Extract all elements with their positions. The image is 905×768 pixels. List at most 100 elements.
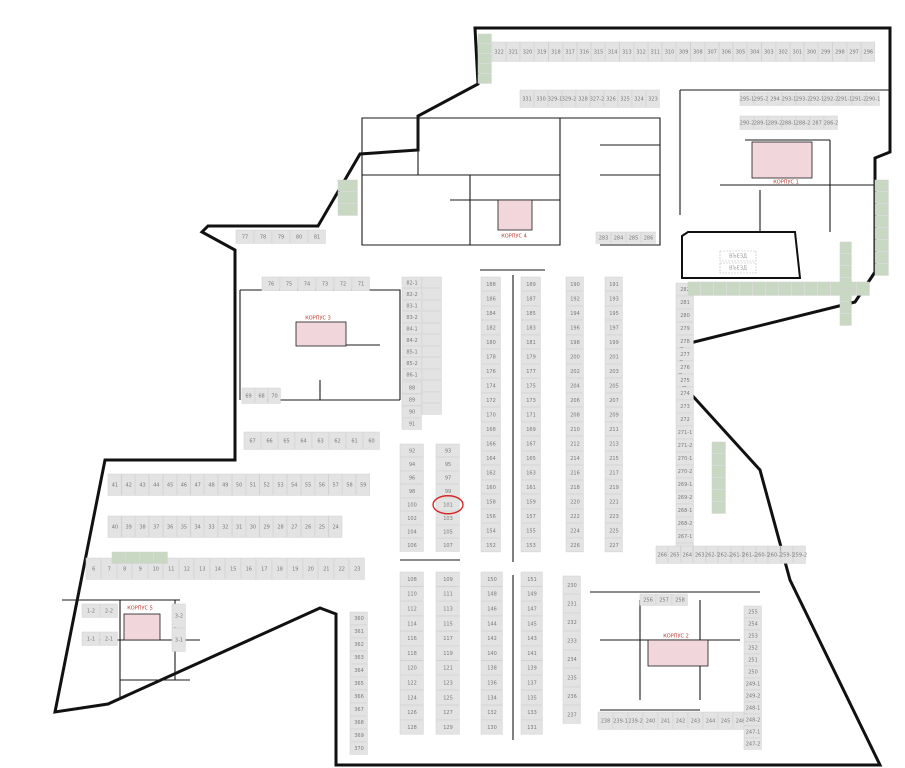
parking-spot-251[interactable]: 251 xyxy=(743,653,762,666)
parking-spot-291-1[interactable]: 291-1 xyxy=(838,91,853,106)
parking-spot-366[interactable]: 366 xyxy=(349,689,368,703)
parking-spot-[interactable] xyxy=(839,253,852,266)
parking-spot-area[interactable] xyxy=(401,345,422,358)
parking-spot-area[interactable] xyxy=(633,41,648,62)
parking-spot-265[interactable]: 265 xyxy=(668,545,681,564)
parking-spot-area[interactable] xyxy=(435,586,460,602)
parking-spot-199[interactable]: 199 xyxy=(604,334,623,350)
parking-spot-269-2[interactable]: 269-2 xyxy=(675,490,694,504)
parking-spot-area[interactable] xyxy=(318,557,334,580)
parking-spot-[interactable] xyxy=(711,453,726,466)
parking-spot-area[interactable] xyxy=(435,660,460,676)
parking-spot-37[interactable]: 37 xyxy=(149,515,163,538)
parking-spot-area[interactable] xyxy=(743,545,756,564)
parking-spot-area[interactable] xyxy=(839,241,852,254)
parking-spot-360[interactable]: 360 xyxy=(349,611,368,625)
parking-spot-249-2[interactable]: 249-2 xyxy=(743,689,762,702)
parking-spot-area[interactable] xyxy=(565,392,584,408)
parking-spot-area[interactable] xyxy=(520,660,543,676)
parking-spot-262-1[interactable]: 262-1 xyxy=(705,545,720,564)
parking-spot-248-1[interactable]: 248-1 xyxy=(743,701,762,714)
parking-spot-157[interactable]: 157 xyxy=(520,508,541,524)
parking-spot-area[interactable] xyxy=(435,484,460,498)
parking-spot-117[interactable]: 117 xyxy=(435,630,460,646)
parking-spot-area[interactable] xyxy=(781,115,796,130)
parking-spot-207[interactable]: 207 xyxy=(604,392,623,408)
parking-spot-area[interactable] xyxy=(520,421,541,437)
parking-spot-area[interactable] xyxy=(399,675,424,691)
parking-spot-area[interactable] xyxy=(565,508,584,524)
parking-spot-[interactable] xyxy=(477,43,492,54)
parking-spot-215[interactable]: 215 xyxy=(604,450,623,466)
parking-spot-area[interactable] xyxy=(874,263,889,276)
parking-spot-area[interactable] xyxy=(421,311,442,323)
parking-spot-370[interactable]: 370 xyxy=(349,741,368,755)
parking-spot-area[interactable] xyxy=(139,551,154,564)
parking-spot-281[interactable]: 281 xyxy=(675,295,694,309)
parking-spot-area[interactable] xyxy=(562,686,581,706)
parking-spot-[interactable] xyxy=(874,203,889,216)
parking-spot-81[interactable]: 81 xyxy=(307,229,326,244)
parking-spot-area[interactable] xyxy=(789,41,805,62)
parking-spot-42[interactable]: 42 xyxy=(121,473,136,496)
parking-spot-area[interactable] xyxy=(477,53,492,64)
parking-spot-73[interactable]: 73 xyxy=(315,276,334,291)
parking-spot-204[interactable]: 204 xyxy=(565,378,584,393)
parking-spot-288-2[interactable]: 288-2 xyxy=(796,115,811,130)
parking-spot-1-1[interactable]: 1-1 xyxy=(81,631,100,646)
parking-spot-184[interactable]: 184 xyxy=(480,305,501,321)
parking-spot-[interactable] xyxy=(839,301,852,314)
parking-spot-151[interactable]: 151 xyxy=(520,571,543,587)
parking-spot-area[interactable] xyxy=(287,515,301,538)
parking-spot-284[interactable]: 284 xyxy=(610,231,626,244)
parking-spot-area[interactable] xyxy=(273,473,288,496)
parking-spot-area[interactable] xyxy=(675,334,694,348)
parking-spot-[interactable] xyxy=(421,380,442,392)
parking-spot-25[interactable]: 25 xyxy=(314,515,329,538)
parking-spot-303[interactable]: 303 xyxy=(761,41,776,62)
parking-spot-area[interactable] xyxy=(617,89,632,108)
parking-spot-92[interactable]: 92 xyxy=(399,443,424,458)
parking-spot-area[interactable] xyxy=(204,473,219,496)
parking-spot-237[interactable]: 237 xyxy=(562,705,581,724)
parking-spot-area[interactable] xyxy=(519,89,534,108)
parking-spot-[interactable] xyxy=(421,391,442,404)
parking-spot-84-2[interactable]: 84-2 xyxy=(401,334,422,346)
parking-spot-area[interactable] xyxy=(435,690,460,705)
parking-spot-289-2[interactable]: 289-2 xyxy=(768,115,783,130)
parking-spot-[interactable] xyxy=(765,281,779,296)
parking-spot-79[interactable]: 79 xyxy=(271,229,290,244)
parking-spot-area[interactable] xyxy=(480,675,503,691)
parking-spot-area[interactable] xyxy=(655,545,669,564)
parking-spot-288-1[interactable]: 288-1 xyxy=(781,115,797,130)
parking-spot-area[interactable] xyxy=(435,511,460,525)
parking-spot-[interactable] xyxy=(125,551,140,564)
parking-spot-100[interactable]: 100 xyxy=(399,497,424,512)
parking-spot-329-2[interactable]: 329-2 xyxy=(562,89,577,108)
parking-spot-area[interactable] xyxy=(687,711,703,730)
parking-spot-2-2[interactable]: 2-2 xyxy=(99,603,118,618)
parking-spot-314[interactable]: 314 xyxy=(605,41,620,62)
parking-spot-[interactable] xyxy=(477,63,492,74)
parking-spot-area[interactable] xyxy=(565,363,584,379)
parking-spot-[interactable] xyxy=(687,281,701,296)
parking-spot-area[interactable] xyxy=(752,281,766,296)
parking-spot-[interactable] xyxy=(337,191,358,204)
parking-spot-area[interactable] xyxy=(399,470,424,485)
parking-spot-368[interactable]: 368 xyxy=(349,715,368,729)
parking-spot-127[interactable]: 127 xyxy=(435,704,460,720)
parking-spot-area[interactable] xyxy=(576,41,592,62)
parking-spot-area[interactable] xyxy=(259,515,274,538)
parking-spot-294[interactable]: 294 xyxy=(767,91,782,106)
parking-spot-area[interactable] xyxy=(657,711,673,730)
parking-spot-area[interactable] xyxy=(111,551,126,564)
parking-spot-area[interactable] xyxy=(231,515,246,538)
parking-spot-area[interactable] xyxy=(565,421,584,437)
parking-spot-253[interactable]: 253 xyxy=(743,629,762,642)
parking-spot-area[interactable] xyxy=(675,399,694,413)
parking-spot-369[interactable]: 369 xyxy=(349,728,368,742)
parking-spot-213[interactable]: 213 xyxy=(604,436,623,451)
parking-spot-309[interactable]: 309 xyxy=(676,41,691,62)
parking-spot-33[interactable]: 33 xyxy=(204,515,219,538)
parking-spot-area[interactable] xyxy=(480,363,501,379)
